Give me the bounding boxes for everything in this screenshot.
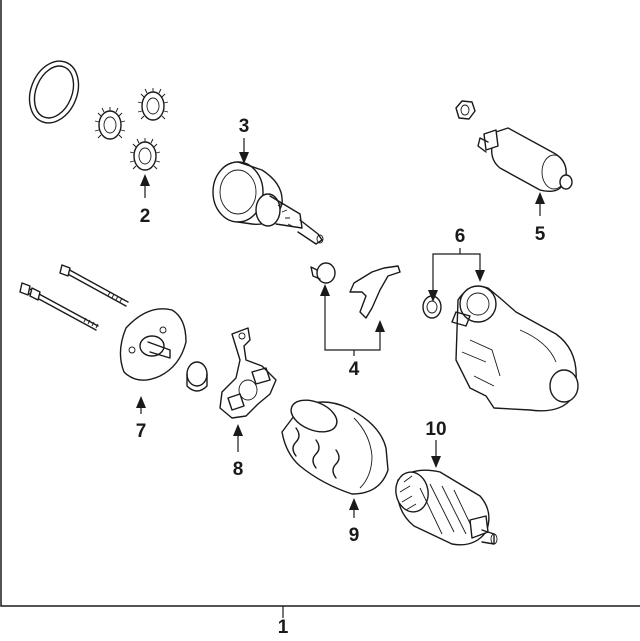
planetary-gear-part [94,107,126,140]
callout-8-arrow [233,424,243,436]
callout-8-label: 8 [233,459,244,480]
plunger-part [310,262,336,284]
callout-2-label: 2 [140,206,151,227]
shift-lever-part [349,265,401,319]
callout-9-arrow [349,498,359,510]
brush-holder-part [219,327,277,419]
callout-10-arrow [431,456,441,468]
callout-5-label: 5 [535,224,546,245]
front-housing-part [451,285,579,412]
callout-6-leader [432,253,481,290]
planetary-gear-part [137,88,169,121]
o-ring-part [28,60,80,124]
planetary-gear-part [129,138,161,171]
callout-2-arrow [140,174,150,186]
solenoid-part [477,127,573,193]
callout-6-arrow-a [428,290,438,302]
callout-7-label: 7 [136,421,147,442]
callout-3-arrow [239,152,249,164]
nut-part [455,100,476,120]
callout-4-label: 4 [349,359,360,380]
bearing-part [186,361,208,392]
callout-1-label: 1 [278,617,289,638]
callout-5-arrow [535,192,545,204]
diagram-frame [0,0,640,607]
callout-6-label: 6 [455,226,466,247]
drive-housing-part [212,161,324,245]
callout-4-arrow-b [375,320,385,332]
yoke-part [281,399,389,495]
callout-6-arrow-b [475,270,485,282]
callout-3-label: 3 [239,116,250,137]
callout-7-arrow [136,396,146,408]
callout-9-label: 9 [349,525,360,546]
through-bolt-part [59,264,129,307]
callout-4-arrow-a [320,284,330,296]
armature-part [395,469,498,546]
through-bolt-part [19,282,99,331]
callout-10-label: 10 [425,419,446,440]
end-plate-part [119,308,187,381]
callout-4-leader [324,296,381,351]
